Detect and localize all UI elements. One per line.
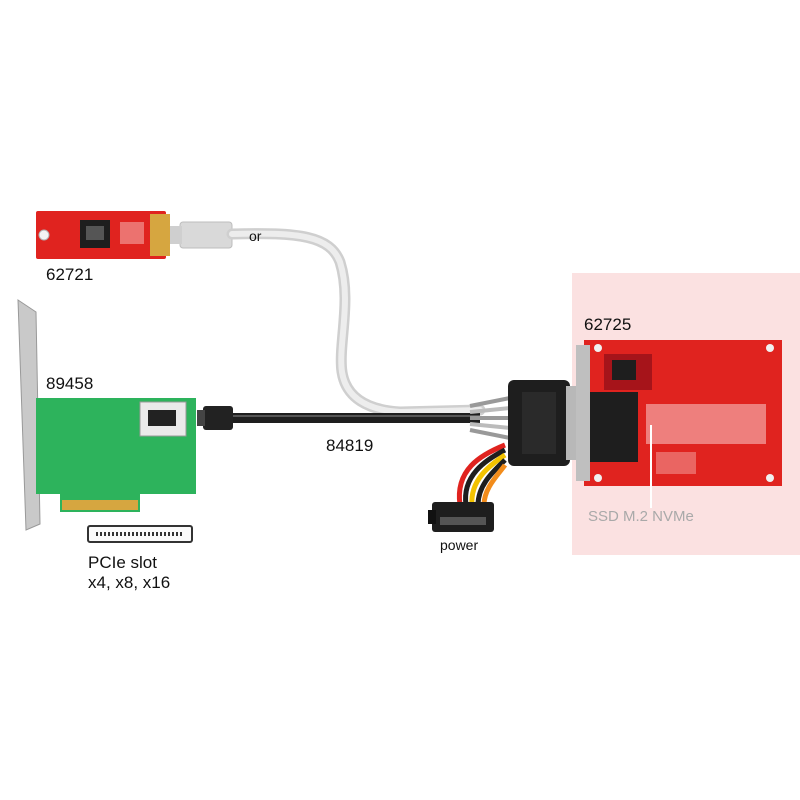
black-cable [197, 406, 480, 430]
white-cable [170, 221, 486, 418]
pcie-slot-label-line1: PCIe slot [88, 553, 157, 572]
sata-power-connector [428, 502, 494, 532]
pcie-card-code: 89458 [46, 374, 94, 393]
u2-connector [508, 380, 580, 466]
or-label: or [249, 228, 262, 244]
m2-adapter-code: 62721 [46, 265, 94, 284]
ssd-label: SSD M.2 NVMe [588, 508, 694, 525]
cable-fanout [469, 396, 511, 440]
pcie-slot-label-line2: x4, x8, x16 [88, 573, 171, 592]
u2-adapter-code: 62725 [584, 315, 632, 334]
pcie-slot [87, 525, 193, 543]
cable-code: 84819 [326, 436, 374, 455]
power-wires [456, 442, 508, 506]
power-label: power [440, 537, 479, 553]
u2-adapter-board [576, 340, 782, 486]
m2-adapter-board [36, 211, 170, 259]
pcie-card [17, 299, 196, 531]
